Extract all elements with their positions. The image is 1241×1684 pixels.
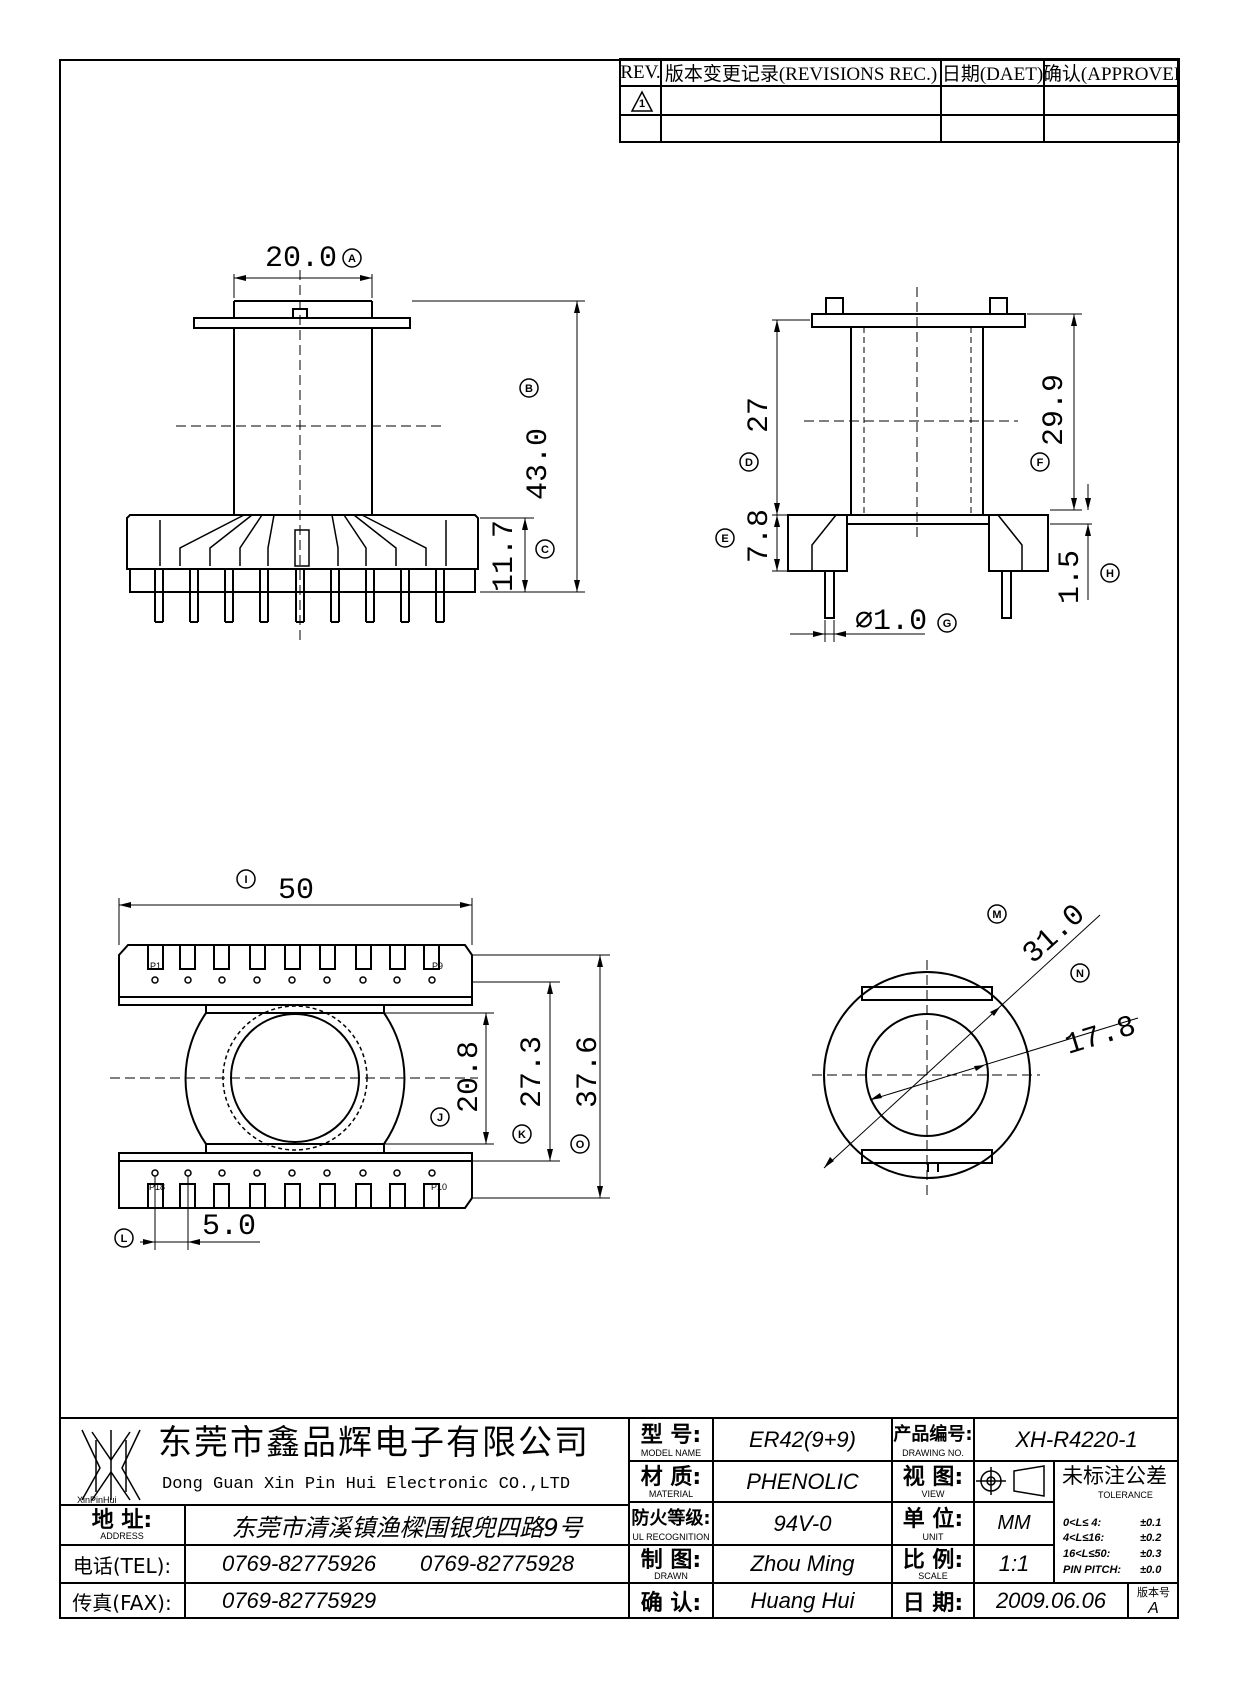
address-label: 地 址: [91,1508,153,1531]
svg-text:N: N [1076,968,1084,980]
model-label-en: MODEL NAME [640,1448,702,1458]
pin-label-p1: P1 [150,961,162,971]
fax-value: 0769-82775929 [222,1588,377,1613]
company-logo [81,1429,141,1501]
svg-text:E: E [721,533,728,545]
rev-header: REV. [620,61,661,83]
material-value: PHENOLIC [746,1468,859,1494]
dim-o: 37.6 [572,1035,606,1108]
view-label: 视 图: [902,1465,964,1487]
scale-label: 比 例: [902,1548,964,1569]
svg-text:H: H [1106,568,1114,580]
dim-f: 29.9 [1038,373,1072,446]
tolerance-value-3: ±0.3 [1140,1548,1162,1560]
revision-table-lines [619,58,1180,143]
model-label: 型 号: [640,1423,702,1446]
dim-c: 11.7 [488,519,522,592]
svg-text:O: O [576,1139,585,1151]
tolerance-range-3: 16<L≤50: [1063,1548,1111,1560]
tolerance-label: 未标注公差 [1062,1464,1167,1488]
drawing-no-value: XH-R4220-1 [1015,1426,1138,1452]
svg-text:L: L [121,1233,128,1245]
side-view [772,287,1092,642]
svg-text:B: B [525,383,533,395]
dim-h: 1.5 [1054,549,1088,604]
dim-b: 43.0 [522,427,556,500]
dim-j: 20.8 [453,1040,487,1113]
dim-g: ⌀1.0 [855,605,928,639]
drawn-value: Zhou Ming [750,1551,855,1576]
tel-2: 0769-82775928 [420,1551,575,1576]
confirm-value: Huang Hui [750,1588,855,1613]
tolerance-range-1: 0<L≤ 4: [1063,1517,1102,1529]
revisions-record-header: 版本变更记录(REVISIONS REC.) [664,64,938,85]
unit-label: 单 位: [902,1507,964,1530]
pin-label-p9: P9 [432,961,444,971]
tolerance-value-2: ±0.2 [1140,1532,1162,1544]
front-view [126,270,585,640]
address-label-en: ADDRESS [100,1531,144,1541]
tel-1: 0769-82775926 [222,1551,377,1576]
version-value: A [1148,1600,1159,1617]
model-value: ER42(9+9) [748,1426,856,1452]
pin-label-p18: P18 [149,1182,166,1192]
dim-e: 7.8 [743,508,777,563]
company-name-en: Dong Guan Xin Pin Hui Electronic CO.,LTD [162,1475,571,1494]
svg-text:G: G [943,618,952,630]
date-value: 2009.06.06 [995,1588,1107,1613]
projection-symbol-icon [976,1465,1045,1497]
circled-marker-letters: A B C D E F G H I J K O L M N [121,253,1114,1245]
svg-text:F: F [1037,457,1044,469]
circled-markers [114,248,1120,1248]
tolerance-range-2: 4<L≤16: [1063,1532,1105,1544]
dim-l: 5.0 [202,1210,257,1244]
date-label: 日 期: [902,1591,964,1616]
material-label: 材 质: [640,1465,702,1487]
dim-k: 27.3 [516,1035,550,1108]
tel-label: 电话(TEL): [72,1553,172,1578]
svg-text:A: A [348,253,356,265]
top-view [110,898,610,1250]
revision-triangle-icon [630,90,654,112]
fax-label: 传真(FAX): [72,1590,172,1615]
ul-label-en: UL RECOGNITION [632,1532,710,1542]
unit-value: MM [997,1512,1031,1534]
tolerance-label-en: TOLERANCE [1098,1490,1153,1500]
scale-label-en: SCALE [918,1571,948,1581]
tolerance-value-1: ±0.1 [1140,1517,1162,1529]
address-value: 东莞市清溪镇渔樑围银兜四路9号 [231,1513,583,1542]
dim-a: 20.0 [265,242,338,276]
company-name-cn: 东莞市鑫品辉电子有限公司 [158,1423,590,1463]
revision-mark: 1 [639,98,646,110]
dim-i: 50 [278,874,315,908]
svg-text:I: I [244,874,247,886]
tolerance-range-4: PIN PITCH: [1063,1564,1122,1576]
unit-label-en: UNIT [922,1532,944,1542]
svg-text:K: K [518,1129,526,1141]
tolerance-value-4: ±0.0 [1140,1564,1162,1576]
circular-view [812,914,1139,1195]
scale-value: 1:1 [998,1551,1030,1576]
drawn-label: 制 图: [640,1548,702,1569]
drawing-no-label-en: DRAWING NO. [902,1448,964,1458]
dim-d: 27 [743,396,777,433]
ul-value: 94V-0 [773,1510,832,1536]
date-header: 日期(DAET) [941,64,1044,85]
svg-text:M: M [992,909,1001,921]
pin-label-p10: P10 [431,1182,448,1192]
title-block-lines [59,1417,1179,1619]
view-label-en: VIEW [921,1489,945,1499]
drawn-label-en: DRAWN [654,1571,688,1581]
drawing-no-label: 产品编号: [893,1424,973,1445]
material-label-en: MATERIAL [648,1489,694,1499]
svg-text:C: C [541,544,549,556]
ul-label: 防火等级: [631,1508,711,1529]
confirm-label: 确 认: [640,1591,702,1616]
logo-text: XinPinHui [77,1495,117,1505]
svg-text:D: D [745,457,753,469]
approve-header: 确认(APPROVEI [1044,64,1179,85]
svg-text:J: J [437,1112,443,1124]
version-label: 版本号 [1137,1586,1170,1599]
